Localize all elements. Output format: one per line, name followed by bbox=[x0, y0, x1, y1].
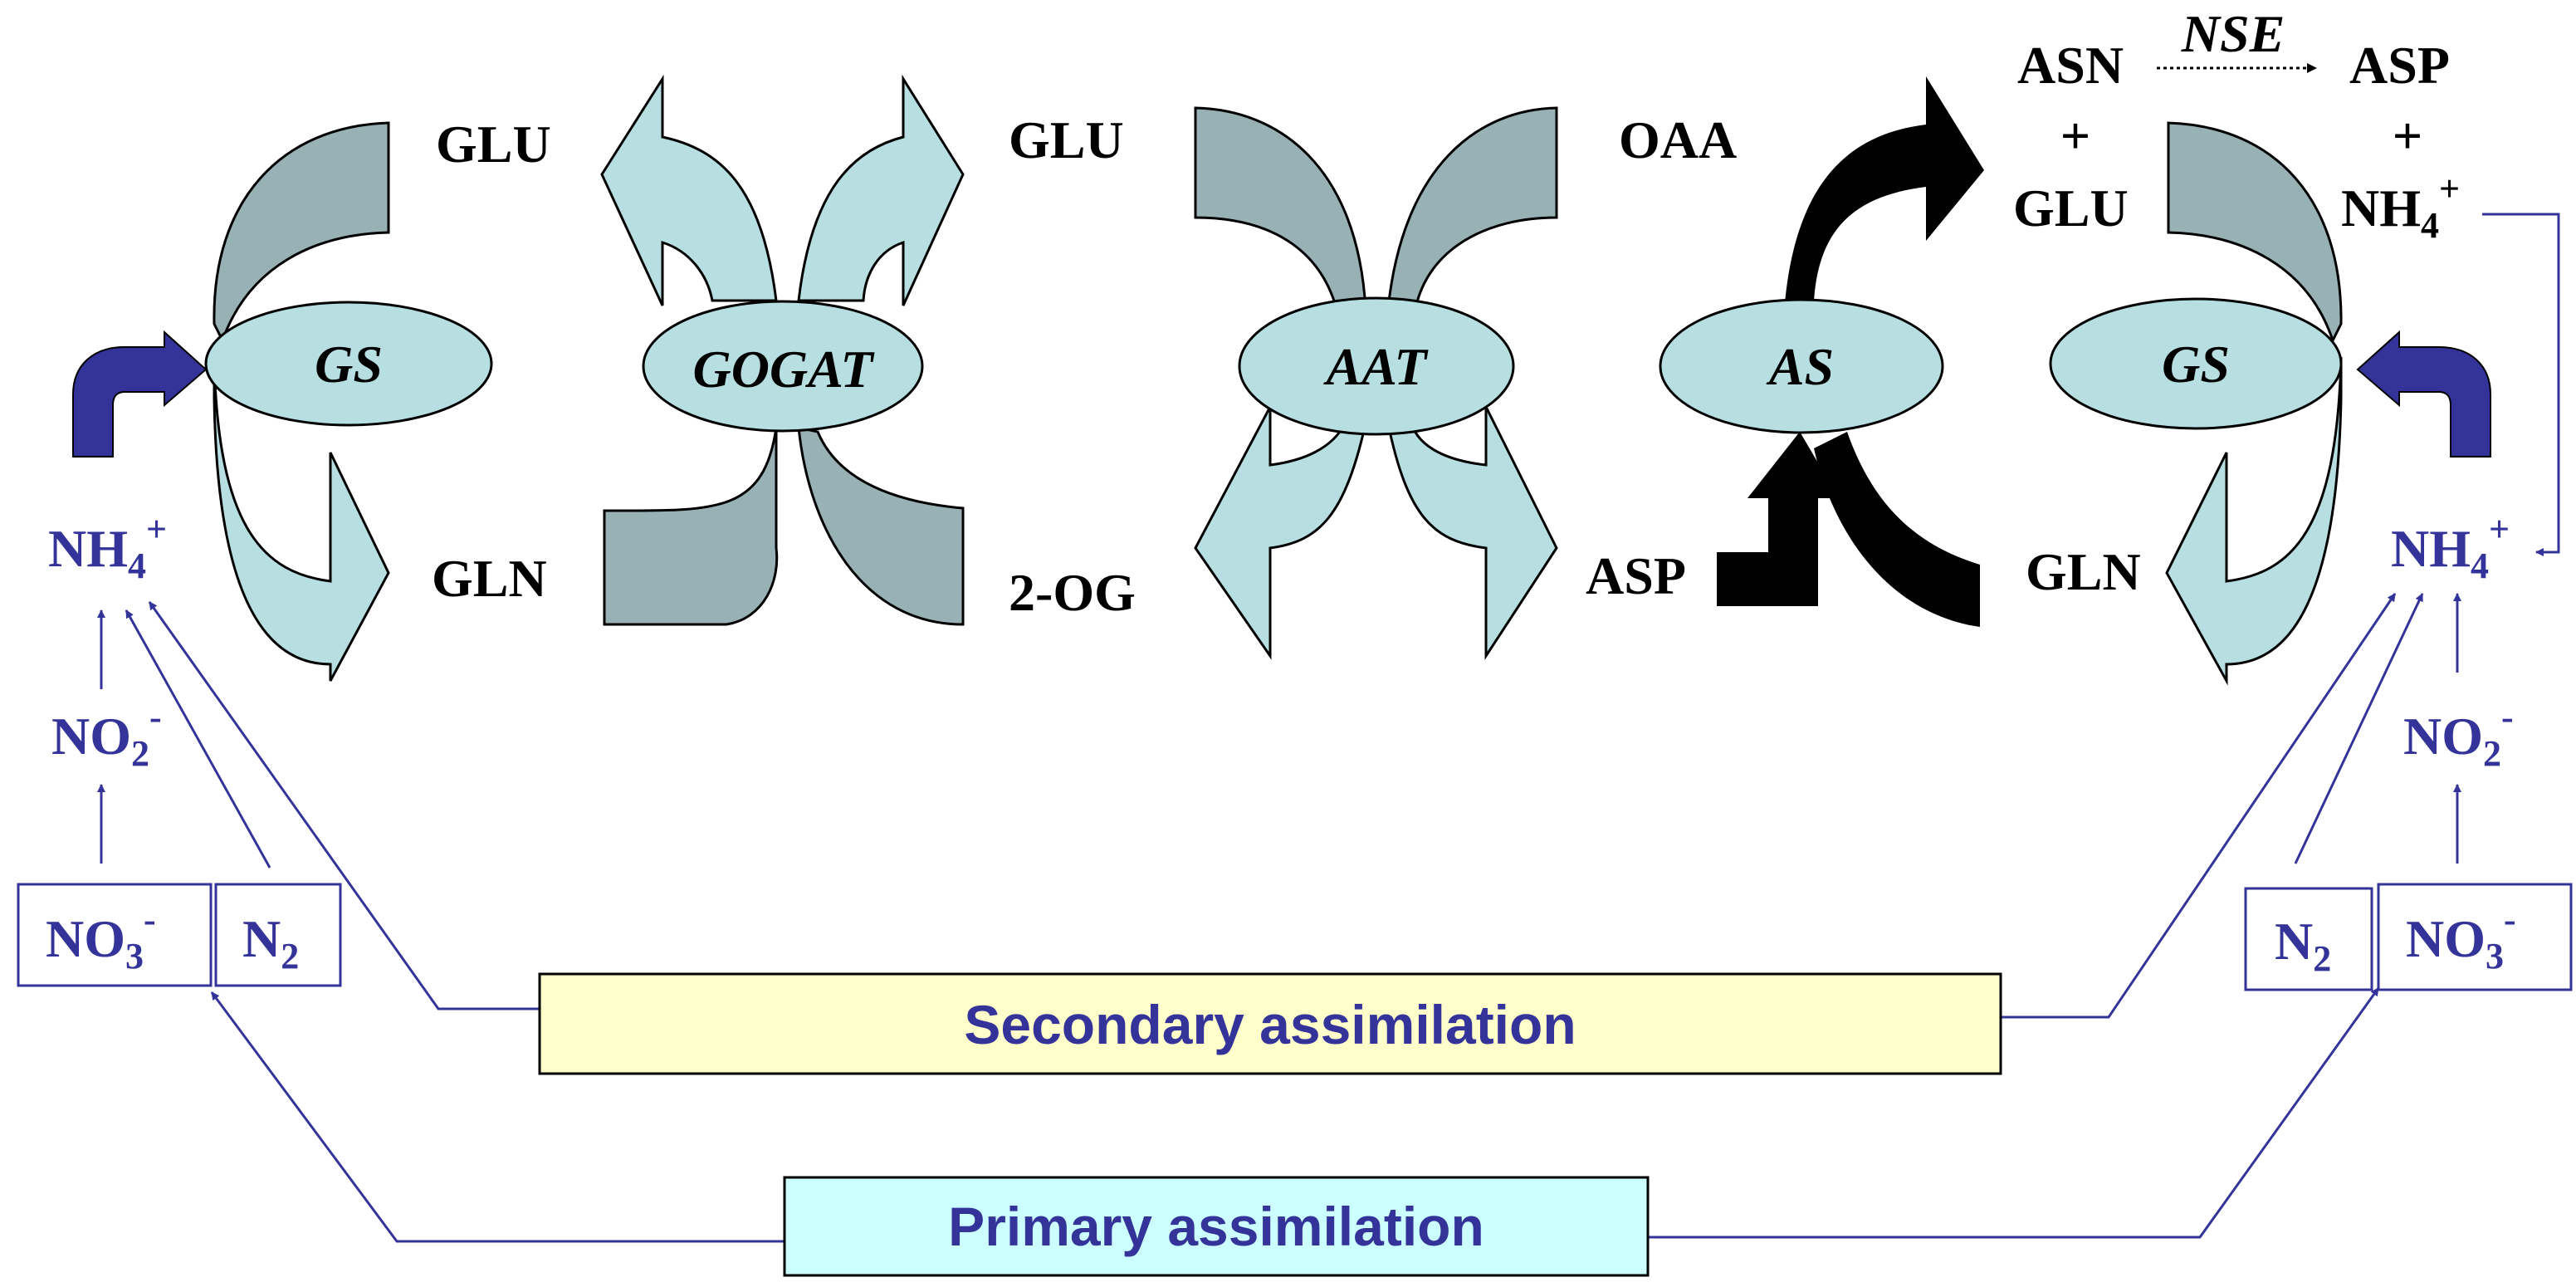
n2-left: N2 bbox=[242, 909, 299, 976]
no2-right: NO2- bbox=[2403, 697, 2514, 774]
aat-label: AAT bbox=[1323, 337, 1430, 396]
aat-lower-left-arrow bbox=[1194, 406, 1367, 660]
primary-assimilation-box bbox=[783, 1176, 1650, 1277]
aat-ellipse bbox=[1238, 296, 1515, 436]
gs-left-label: GS bbox=[315, 335, 383, 394]
gs-left-gln-arrow bbox=[213, 356, 390, 682]
primary-to-no3-left-line bbox=[210, 991, 785, 1243]
gs-right-gln-arrow bbox=[2165, 356, 2343, 686]
gs-right-glu-arrow bbox=[2167, 121, 2343, 344]
nh4-right: NH4+ bbox=[2391, 509, 2510, 586]
gogat-upper-left-arrow bbox=[600, 74, 778, 306]
gogat-upper-right-arrow bbox=[797, 74, 965, 306]
aat-lower-right-arrow bbox=[1386, 406, 1558, 661]
no3-right: NO3- bbox=[2406, 899, 2516, 976]
gs-left-feed-arrow bbox=[72, 330, 208, 458]
secondary-assimilation-box bbox=[538, 972, 2002, 1075]
aat-upper-right-arrow bbox=[1386, 106, 1558, 311]
nse-label: NSE bbox=[2181, 4, 2285, 63]
gln-left-label: GLN bbox=[432, 549, 547, 608]
no3-right-box bbox=[2377, 883, 2573, 991]
as-lower-arrow bbox=[1814, 432, 1980, 627]
aat-upper-left-arrow bbox=[1194, 106, 1367, 311]
nh4-left: NH4+ bbox=[48, 509, 167, 586]
oaa-label: OAA bbox=[1619, 110, 1737, 169]
gs-right-ellipse bbox=[2049, 297, 2343, 430]
gs-right-label: GS bbox=[2162, 335, 2230, 394]
as-upper-arrow bbox=[1785, 76, 1984, 303]
gln-right-label: GLN bbox=[2026, 542, 2141, 601]
n2-left-box bbox=[214, 883, 342, 987]
gs-left-glu-arrow bbox=[213, 121, 390, 344]
gs-left-ellipse bbox=[204, 301, 493, 427]
glu-left-label: GLU bbox=[436, 115, 551, 174]
og-label: 2-OG bbox=[1009, 563, 1136, 622]
gogat-ellipse bbox=[642, 300, 924, 433]
plus-2: + bbox=[2393, 106, 2422, 165]
primary-assimilation-label: Primary assimilation bbox=[948, 1196, 1484, 1257]
n2-right: N2 bbox=[2275, 912, 2331, 979]
asp-right-label: ASP bbox=[2349, 36, 2450, 95]
plus-1: + bbox=[2060, 106, 2090, 165]
as-asp-feed-arrow bbox=[1717, 432, 1839, 606]
asn-label: ASN bbox=[2017, 36, 2124, 95]
secondary-assimilation-label: Secondary assimilation bbox=[964, 994, 1576, 1055]
no3-left: NO3- bbox=[46, 899, 156, 976]
asp-mid-label: ASP bbox=[1586, 546, 1686, 605]
glu-right-label: GLU bbox=[2013, 179, 2129, 237]
gs-right-feed-arrow bbox=[2356, 330, 2491, 458]
glu-mid-label: GLU bbox=[1009, 110, 1124, 169]
n2-to-nh4-right-arrow bbox=[2294, 593, 2424, 864]
no2-left: NO2- bbox=[51, 697, 162, 774]
no3-left-box bbox=[17, 883, 213, 987]
gogat-lower-left-arrow bbox=[603, 427, 779, 626]
gogat-label: GOGAT bbox=[693, 340, 876, 399]
nh4-loop-line bbox=[2482, 213, 2560, 556]
primary-to-no3-right-line bbox=[1648, 987, 2380, 1239]
nh4-top-right: NH4+ bbox=[2341, 169, 2460, 246]
secondary-to-nh4-left-line bbox=[148, 601, 540, 1011]
as-label: AS bbox=[1766, 337, 1834, 396]
as-ellipse bbox=[1659, 298, 1944, 434]
n2-right-box bbox=[2244, 887, 2373, 991]
n2-to-nh4-left-arrow bbox=[125, 609, 271, 869]
gogat-lower-right-arrow bbox=[797, 426, 965, 626]
secondary-to-nh4-right-line bbox=[2001, 593, 2397, 1019]
